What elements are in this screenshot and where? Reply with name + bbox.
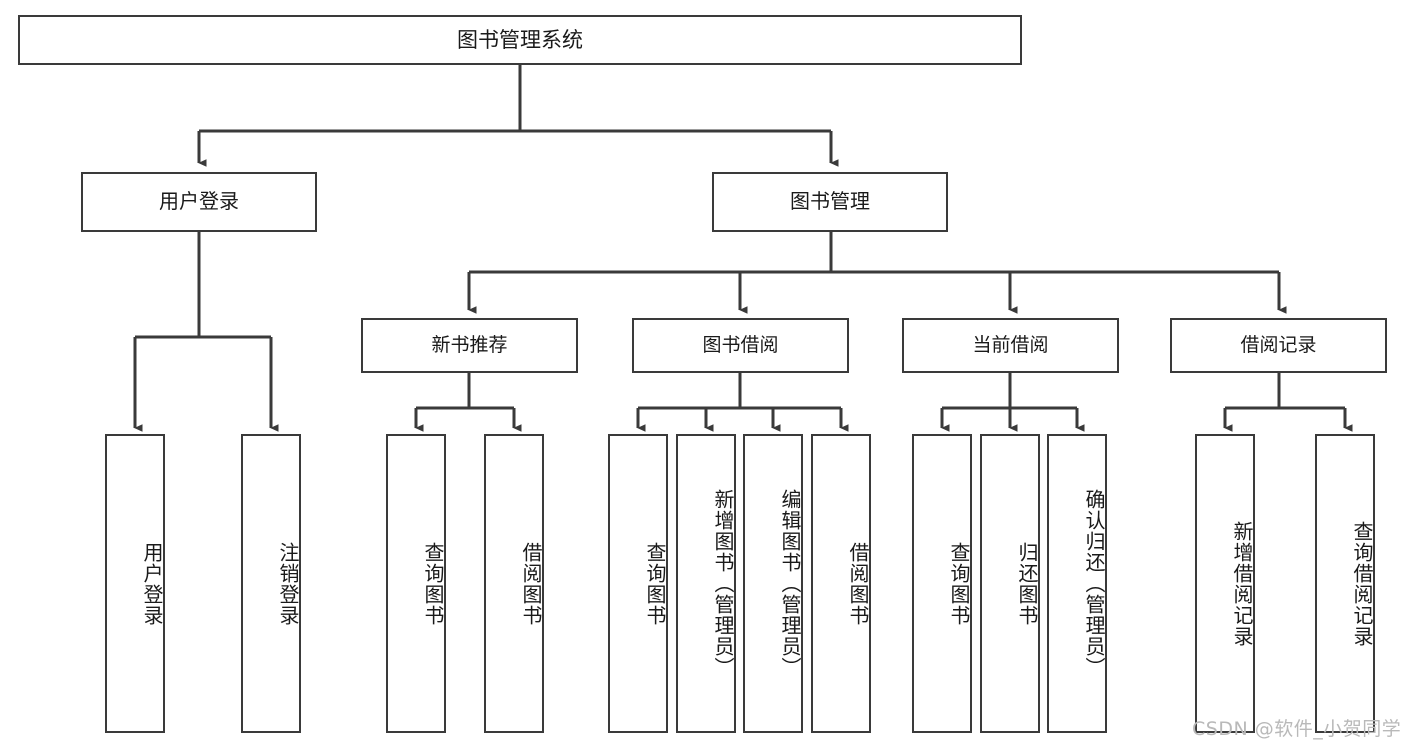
node-leaf-edit-book-label: 编辑图书（管理员）	[778, 489, 802, 678]
node-current-borrow[interactable]: 当前借阅	[902, 318, 1119, 373]
node-user-login[interactable]: 用户登录	[81, 172, 317, 232]
node-leaf-query-record-label: 查询借阅记录	[1350, 520, 1374, 647]
node-leaf-add-book[interactable]: 新增图书（管理员）	[676, 434, 736, 733]
node-user-login-label: 用户登录	[159, 189, 239, 214]
node-leaf-borrow-book-1[interactable]: 借阅图书	[484, 434, 544, 733]
node-leaf-query-book-1-label: 查询图书	[421, 541, 445, 626]
node-leaf-confirm-return-label: 确认归还（管理员）	[1082, 489, 1106, 678]
node-leaf-query-record[interactable]: 查询借阅记录	[1315, 434, 1375, 733]
node-leaf-query-book-3[interactable]: 查询图书	[912, 434, 972, 733]
node-book-manage-label: 图书管理	[790, 189, 870, 214]
node-leaf-confirm-return[interactable]: 确认归还（管理员）	[1047, 434, 1107, 733]
node-leaf-add-record-label: 新增借阅记录	[1230, 520, 1254, 647]
node-borrow-record[interactable]: 借阅记录	[1170, 318, 1387, 373]
node-leaf-return-book-label: 归还图书	[1015, 541, 1039, 626]
node-leaf-return-book[interactable]: 归还图书	[980, 434, 1040, 733]
node-book-borrow-label: 图书借阅	[702, 334, 779, 357]
node-leaf-edit-book[interactable]: 编辑图书（管理员）	[743, 434, 803, 733]
node-leaf-borrow-book-1-label: 借阅图书	[519, 541, 543, 626]
node-new-book-recommend[interactable]: 新书推荐	[361, 318, 578, 373]
node-leaf-logout-login[interactable]: 注销登录	[241, 434, 301, 733]
node-leaf-add-book-label: 新增图书（管理员）	[711, 489, 735, 678]
node-leaf-query-book-1[interactable]: 查询图书	[386, 434, 446, 733]
node-current-borrow-label: 当前借阅	[972, 334, 1049, 357]
node-leaf-add-record[interactable]: 新增借阅记录	[1195, 434, 1255, 733]
node-leaf-query-book-2[interactable]: 查询图书	[608, 434, 668, 733]
node-leaf-user-login[interactable]: 用户登录	[105, 434, 165, 733]
node-leaf-borrow-book-2[interactable]: 借阅图书	[811, 434, 871, 733]
node-root[interactable]: 图书管理系统	[18, 15, 1022, 65]
node-book-borrow[interactable]: 图书借阅	[632, 318, 849, 373]
node-leaf-query-book-3-label: 查询图书	[947, 541, 971, 626]
node-root-label: 图书管理系统	[457, 27, 583, 52]
node-leaf-query-book-2-label: 查询图书	[643, 541, 667, 626]
node-new-book-recommend-label: 新书推荐	[431, 334, 508, 357]
csdn-watermark: CSDN @软件_小贺同学	[1192, 718, 1402, 740]
node-leaf-user-login-label: 用户登录	[140, 541, 164, 626]
node-leaf-borrow-book-2-label: 借阅图书	[846, 541, 870, 626]
node-borrow-record-label: 借阅记录	[1240, 334, 1317, 357]
node-leaf-logout-login-label: 注销登录	[276, 541, 300, 626]
node-book-manage[interactable]: 图书管理	[712, 172, 948, 232]
